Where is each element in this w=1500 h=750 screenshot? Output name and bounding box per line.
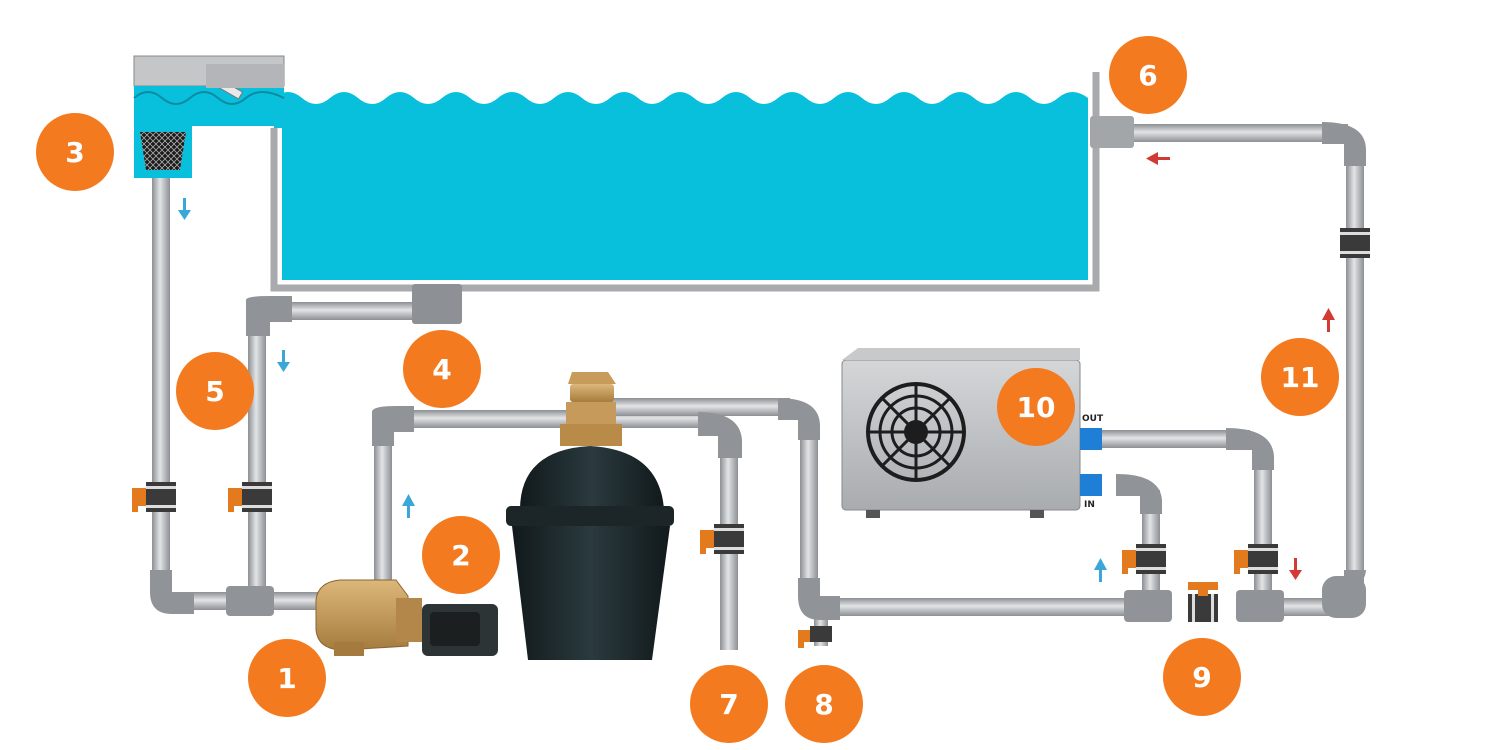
- heat-pump-in-label: IN: [1084, 500, 1095, 510]
- valve-heat-pump-in: [1122, 544, 1166, 574]
- flow-arrows: [178, 152, 1335, 582]
- arrow-up-icon: [1322, 308, 1335, 332]
- valves: [132, 228, 1370, 648]
- badge-main-drain: 4: [403, 330, 481, 408]
- badge-bypass-valve: 9: [1163, 638, 1241, 716]
- arrow-up-icon: [402, 494, 415, 518]
- arrow-down-icon: [178, 198, 191, 220]
- sand-filter: [506, 372, 674, 660]
- valve-drain-line: [228, 482, 272, 512]
- pump: [315, 579, 498, 656]
- valve-return-line: [1340, 228, 1370, 258]
- valve-drain-tap: [798, 626, 832, 648]
- skimmer: [133, 55, 285, 178]
- badge-skimmer: 3: [36, 113, 114, 191]
- pipe-network: [150, 116, 1366, 650]
- badge-heat-pump: 10: [997, 368, 1075, 446]
- valve-bypass: [1188, 582, 1218, 622]
- fan-grille-icon: [866, 382, 966, 482]
- arrow-down-icon: [277, 350, 290, 372]
- badge-drain-tap: 8: [785, 665, 863, 743]
- arrow-down-icon: [1289, 558, 1302, 580]
- badge-return-inlet: 6: [1109, 36, 1187, 114]
- badge-return-line: 11: [1261, 338, 1339, 416]
- valve-heat-pump-out: [1234, 544, 1278, 574]
- valve-skimmer-line: [132, 482, 176, 512]
- arrow-up-icon: [1094, 558, 1107, 582]
- badge-pump: 1: [248, 639, 326, 717]
- valve-waste-line: [700, 524, 744, 554]
- badge-filter: 2: [422, 516, 500, 594]
- pool-basin: [270, 72, 1100, 292]
- arrow-left-icon: [1146, 152, 1170, 165]
- badge-waste-line: 7: [690, 665, 768, 743]
- heat-pump-out-label: OUT: [1082, 414, 1104, 424]
- badge-drain-line: 5: [176, 352, 254, 430]
